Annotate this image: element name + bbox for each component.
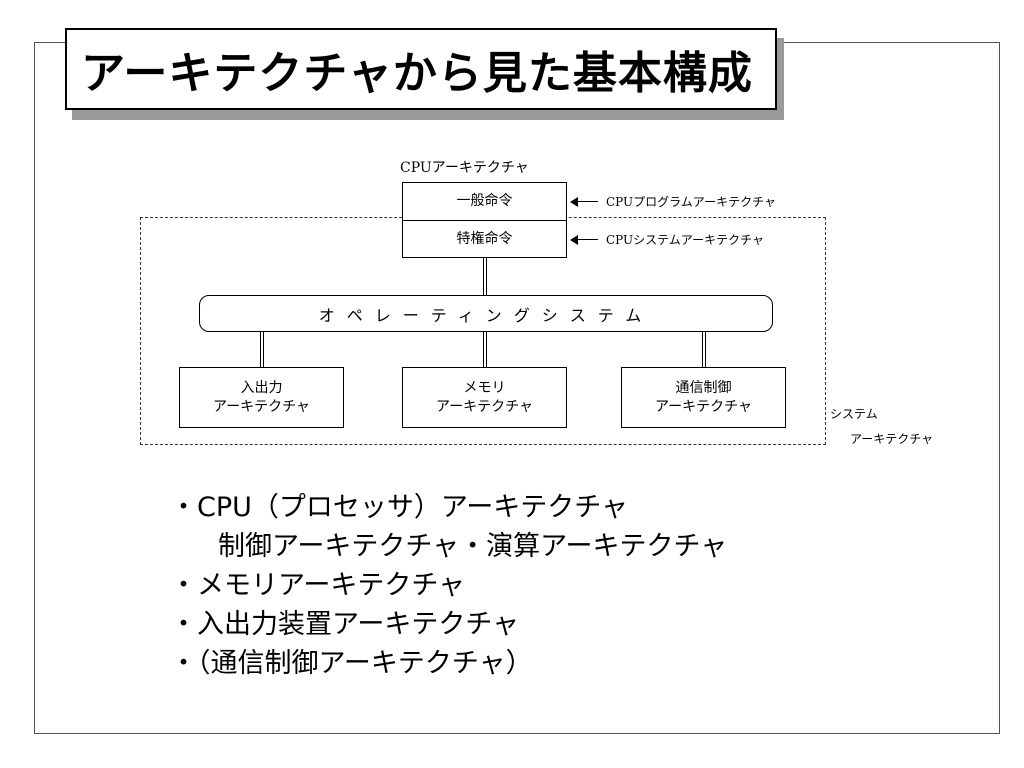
bullet-comm: ・（通信制御アーキテクチャ） (170, 648, 533, 679)
system-arch-annotation: CPUシステムアーキテクチャ (570, 231, 764, 248)
bullet-cpu: ・CPU（プロセッサ）アーキテクチャ (170, 492, 629, 523)
comm-arch-line2: アーキテクチャ (654, 398, 753, 415)
bullet-cpu-sub: 制御アーキテクチャ・演算アーキテクチャ (218, 531, 728, 562)
io-arch-line1: 入出力 (240, 379, 283, 396)
connector-cpu-os (483, 258, 487, 295)
io-arch-line2: アーキテクチャ (212, 398, 311, 415)
privileged-instructions-label: 特権命令 (456, 230, 513, 247)
system-arch-line1: システム (830, 407, 878, 421)
operating-system-box: オペレーティングシステム (199, 295, 773, 332)
connector-os-comm (702, 332, 706, 367)
privileged-instructions-box: 特権命令 (402, 220, 567, 258)
memory-architecture-box: メモリ アーキテクチャ (402, 367, 567, 428)
cpu-architecture-label: CPUアーキテクチャ (400, 160, 529, 176)
memory-arch-line2: アーキテクチャ (435, 398, 534, 415)
left-arrow-icon (570, 235, 598, 244)
bullet-io: ・入出力装置アーキテクチャ (170, 609, 520, 640)
comm-architecture-box: 通信制御 アーキテクチャ (621, 367, 786, 428)
program-arch-annotation: CPUプログラムアーキテクチャ (570, 193, 776, 210)
comm-arch-line1: 通信制御 (675, 379, 732, 396)
operating-system-label: オペレーティングシステム (318, 305, 654, 325)
program-arch-label: CPUプログラムアーキテクチャ (606, 195, 776, 209)
left-arrow-icon (570, 197, 598, 206)
connector-os-io (260, 332, 264, 367)
system-arch-line2: アーキテクチャ (850, 432, 934, 446)
io-architecture-box: 入出力 アーキテクチャ (179, 367, 344, 428)
general-instructions-label: 一般命令 (456, 193, 513, 210)
slide-title: アーキテクチャから見た基本構成 (81, 48, 753, 99)
bullet-memory: ・メモリアーキテクチャ (170, 570, 466, 601)
cpu-system-arch-label: CPUシステムアーキテクチャ (606, 233, 764, 247)
title-box: アーキテクチャから見た基本構成 (65, 28, 777, 110)
connector-os-memory (483, 332, 487, 367)
memory-arch-line1: メモリ (463, 379, 506, 396)
general-instructions-box: 一般命令 (402, 182, 567, 221)
bullet-list: ・CPU（プロセッサ）アーキテクチャ 制御アーキテクチャ・演算アーキテクチャ ・… (170, 488, 727, 683)
